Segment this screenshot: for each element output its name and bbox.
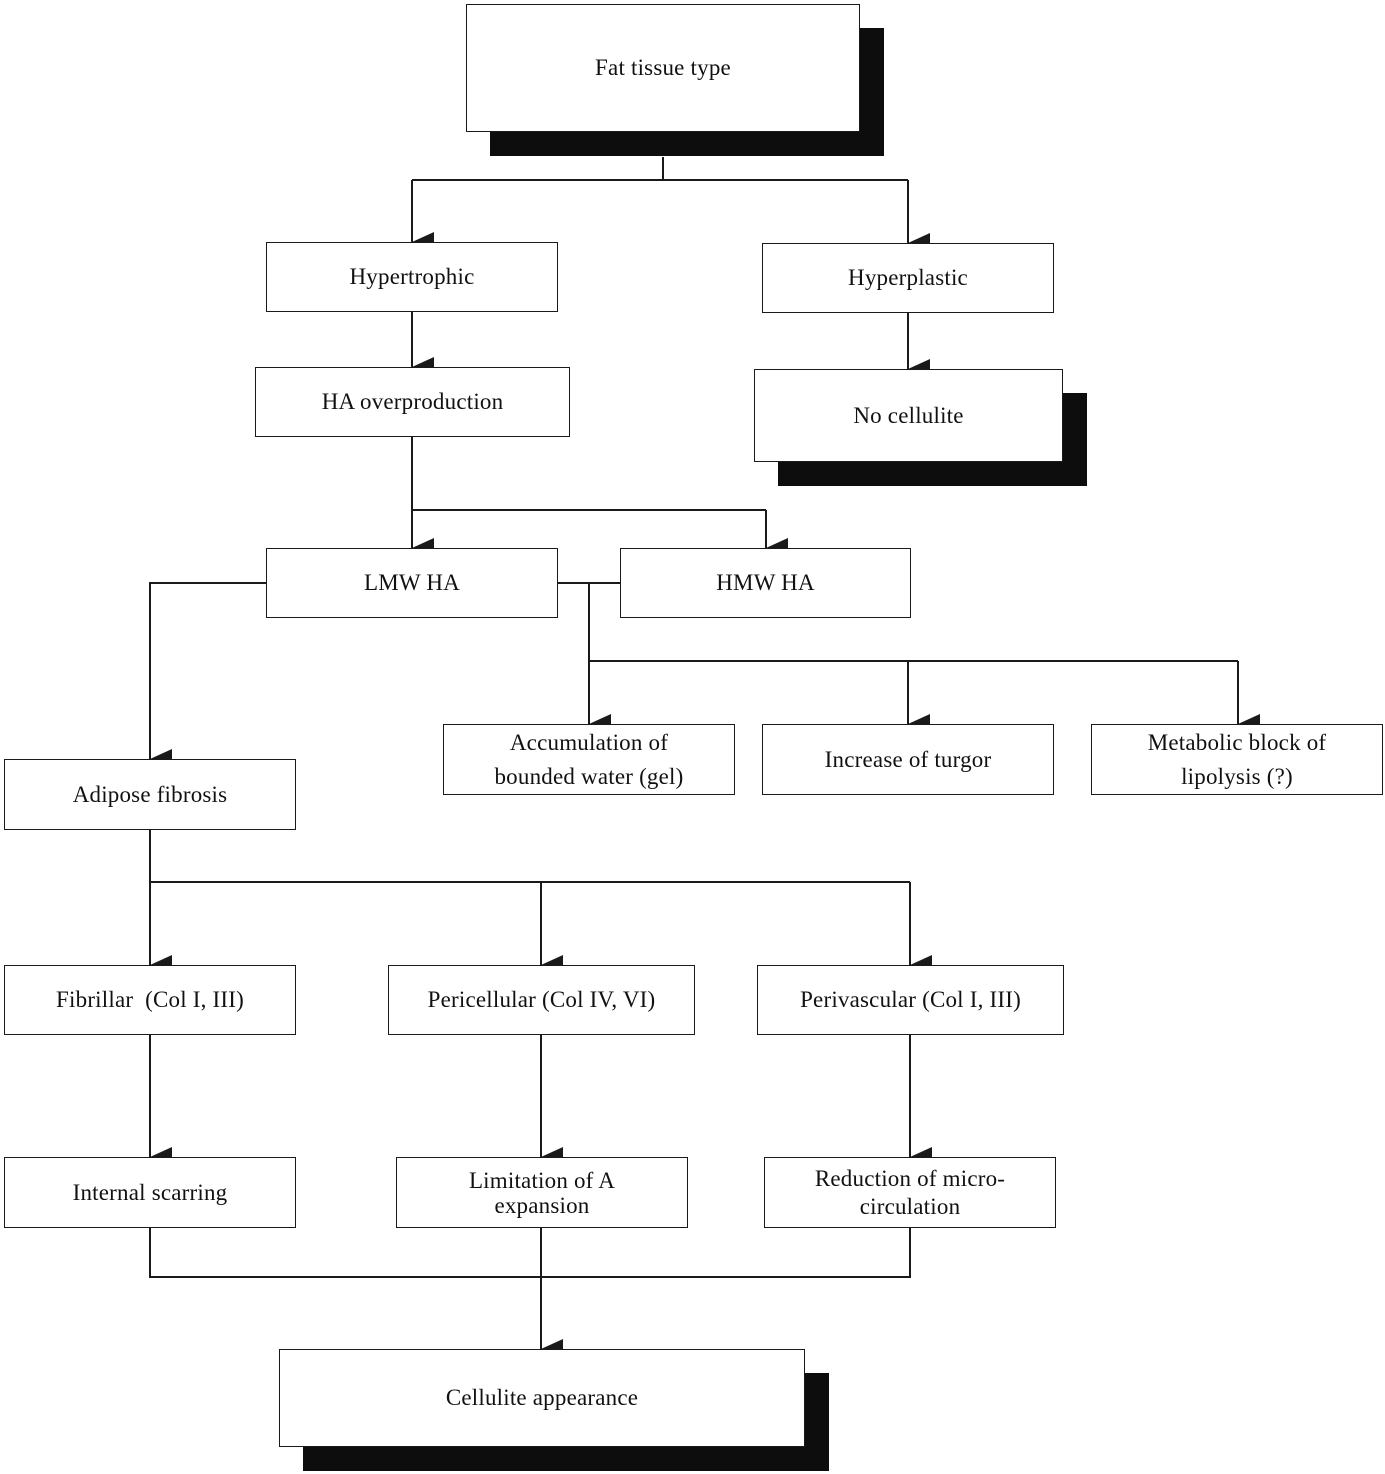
node-fat-tissue-type-label: Fat tissue type xyxy=(595,55,731,80)
node-cellulite-appearance-label: Cellulite appearance xyxy=(445,1385,639,1410)
node-hypertrophic: Hypertrophic xyxy=(266,242,558,312)
node-hyperplastic-label: Hyperplastic xyxy=(848,265,968,290)
node-hmw-ha-label: HMW HA xyxy=(716,570,815,595)
node-internal-scarring: Internal scarring xyxy=(4,1157,296,1228)
node-reduction-label: Reduction of micro- circulation xyxy=(814,1165,1006,1219)
node-no-cellulite: No cellulite xyxy=(754,369,1063,462)
node-metabolic-block: Metabolic block of lipolysis (?) xyxy=(1091,724,1383,795)
node-lmw-ha: LMW HA xyxy=(266,548,558,618)
node-turgor-label: Increase of turgor xyxy=(824,746,992,772)
node-adipose-fibrosis: Adipose fibrosis xyxy=(4,759,296,830)
node-increase-of-turgor: Increase of turgor xyxy=(762,724,1054,795)
node-hmw-ha: HMW HA xyxy=(620,548,911,618)
node-ha-overproduction: HA overproduction xyxy=(255,367,570,437)
connector-merge xyxy=(149,1227,911,1278)
node-metabolic-block-label: Metabolic block of lipolysis (?) xyxy=(1147,729,1327,789)
node-internal-scarring-label: Internal scarring xyxy=(72,1179,228,1205)
node-hypertrophic-label: Hypertrophic xyxy=(349,264,475,289)
node-fibrillar: Fibrillar (Col I, III) xyxy=(4,965,296,1035)
node-fat-tissue-type: Fat tissue type xyxy=(466,4,860,132)
node-accumulation-label: Accumulation of bounded water (gel) xyxy=(494,729,684,789)
node-lmw-ha-label: LMW HA xyxy=(364,570,460,595)
arrow-to-adipose-fibrosis xyxy=(149,582,266,769)
node-reduction-of-microcirculation: Reduction of micro- circulation xyxy=(764,1157,1056,1228)
node-pericellular: Pericellular (Col IV, VI) xyxy=(388,965,695,1035)
node-limitation-label: Limitation of A expansion xyxy=(468,1167,616,1218)
node-ha-overproduction-label: HA overproduction xyxy=(321,389,504,414)
node-limitation-of-a-expansion: Limitation of A expansion xyxy=(396,1157,688,1228)
node-perivascular-label: Perivascular (Col I, III) xyxy=(800,987,1021,1012)
node-perivascular: Perivascular (Col I, III) xyxy=(757,965,1064,1035)
node-fibrillar-label: Fibrillar (Col I, III) xyxy=(56,987,244,1012)
node-hyperplastic: Hyperplastic xyxy=(762,243,1054,313)
node-no-cellulite-label: No cellulite xyxy=(853,402,964,428)
node-accumulation-of-bounded-water: Accumulation of bounded water (gel) xyxy=(443,724,735,795)
node-cellulite-appearance: Cellulite appearance xyxy=(279,1349,805,1447)
node-pericellular-label: Pericellular (Col IV, VI) xyxy=(427,987,656,1012)
node-adipose-fibrosis-label: Adipose fibrosis xyxy=(72,781,228,807)
